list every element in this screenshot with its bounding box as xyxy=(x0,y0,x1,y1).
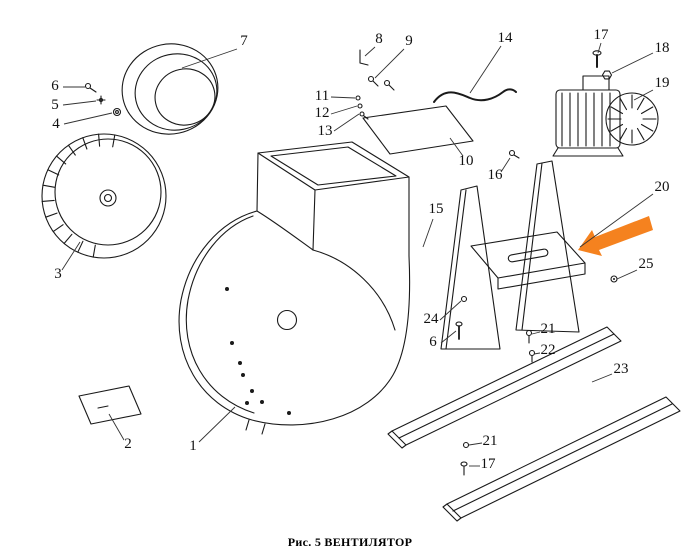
part-number-17b: 17 xyxy=(481,456,497,472)
part-fasteners-4-5-6 xyxy=(84,82,122,117)
leader-line-8 xyxy=(364,46,376,57)
leader-line-7 xyxy=(181,48,238,69)
leader-line-1 xyxy=(198,406,236,443)
figure-caption: Рис. 5 ВЕНТИЛЯТОР xyxy=(287,535,413,549)
leader-line-25 xyxy=(616,269,638,280)
leader-line-20 xyxy=(579,193,654,248)
part-number-1: 1 xyxy=(189,438,197,454)
part-number-15: 15 xyxy=(429,201,444,217)
highlight-arrow xyxy=(578,216,653,256)
part-motor xyxy=(552,75,659,157)
leader-line-11 xyxy=(330,96,356,99)
leader-line-21b xyxy=(468,442,483,446)
part-number-5: 5 xyxy=(51,97,59,113)
part-number-22: 22 xyxy=(541,342,556,358)
part-rail-upper xyxy=(387,326,622,449)
part-bolt-25 xyxy=(610,275,618,283)
part-fasteners-8-9-11-12-13 xyxy=(355,49,395,120)
leader-line-13 xyxy=(333,113,360,132)
part-number-13: 13 xyxy=(318,123,333,139)
part-nut-18 xyxy=(601,70,613,80)
leader-line-9 xyxy=(374,48,405,79)
part-impeller xyxy=(41,133,167,259)
part-number-20: 20 xyxy=(655,179,670,195)
leader-line-5 xyxy=(62,100,97,106)
leader-line-23 xyxy=(591,373,613,383)
leader-line-4 xyxy=(63,112,113,125)
part-number-3: 3 xyxy=(54,266,62,282)
part-number-14: 14 xyxy=(498,30,514,46)
leader-line-21a xyxy=(531,331,541,335)
part-fasteners-21-17-bottom xyxy=(460,441,470,476)
part-number-10: 10 xyxy=(459,153,474,169)
leader-line-22 xyxy=(533,352,541,355)
part-number-9: 9 xyxy=(405,33,413,49)
part-number-6a: 6 xyxy=(51,78,59,94)
leader-line-10 xyxy=(449,137,464,157)
part-wire-rod xyxy=(433,88,517,103)
part-bolt-17-top xyxy=(592,50,602,68)
leader-line-12 xyxy=(330,105,358,115)
part-bolts-21-22 xyxy=(525,329,536,363)
part-number-23: 23 xyxy=(614,361,629,377)
leader-line-17a xyxy=(597,42,602,54)
part-number-21b: 21 xyxy=(483,433,498,449)
leader-line-14 xyxy=(469,45,502,94)
part-fastener-16 xyxy=(508,149,520,159)
part-number-8: 8 xyxy=(375,31,383,47)
part-number-16: 16 xyxy=(488,167,504,183)
leader-line-19 xyxy=(633,89,654,101)
part-housing xyxy=(178,141,411,435)
part-number-24: 24 xyxy=(424,311,440,327)
leader-line-18 xyxy=(611,52,654,74)
part-number-2: 2 xyxy=(124,436,132,452)
part-number-7: 7 xyxy=(240,33,248,49)
part-inlet-ring xyxy=(121,43,219,135)
leader-line-15 xyxy=(422,218,434,248)
part-number-18: 18 xyxy=(655,40,670,56)
part-bolt-6-bottom xyxy=(455,321,463,340)
leader-line-3 xyxy=(61,241,81,271)
leader-line-2 xyxy=(108,413,125,441)
part-number-12: 12 xyxy=(315,105,330,121)
leader-line-24 xyxy=(439,300,462,321)
part-number-17a: 17 xyxy=(594,27,610,43)
leader-line-16 xyxy=(500,157,511,173)
leader-line-6b xyxy=(440,330,457,344)
part-number-21a: 21 xyxy=(541,321,556,337)
part-rail-lower xyxy=(442,396,681,522)
part-number-6b: 6 xyxy=(429,334,437,350)
part-number-11: 11 xyxy=(315,88,329,104)
part-number-4: 4 xyxy=(52,116,60,132)
part-number-19: 19 xyxy=(655,75,670,91)
part-plate-2 xyxy=(78,385,142,425)
part-cover-plate xyxy=(362,105,474,155)
part-number-25: 25 xyxy=(639,256,654,272)
part-motor-mount xyxy=(440,160,586,350)
